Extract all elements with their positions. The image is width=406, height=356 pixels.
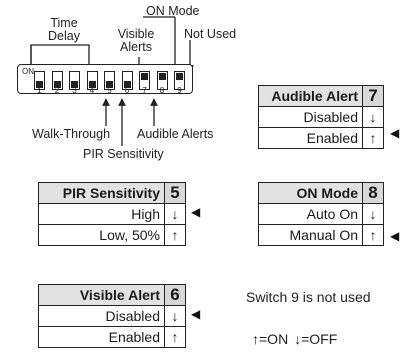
down-arrow-icon: ↓ bbox=[362, 106, 384, 128]
on-mode-label: ON Mode bbox=[146, 4, 200, 18]
up-arrow-icon: ↑ bbox=[164, 224, 186, 246]
visible-alert-table: Visible Alert 6 Disabled ↓ Enabled ↑ bbox=[38, 284, 186, 348]
selection-marker-icon: ◀ bbox=[191, 307, 201, 321]
dip-switch-number: 3 bbox=[72, 86, 77, 95]
dip-switch-7 bbox=[139, 71, 150, 90]
selection-marker-icon: ◀ bbox=[191, 205, 201, 219]
dip-on-text: ON bbox=[22, 67, 34, 76]
pir-sensitivity-row-label: Low, 50% bbox=[38, 224, 165, 246]
switch9-note: Switch 9 is not used bbox=[246, 289, 371, 305]
selection-marker-icon: ◀ bbox=[390, 229, 400, 243]
dip-switch-number: 8 bbox=[159, 86, 165, 95]
visible-alert-row-label: Enabled bbox=[38, 326, 165, 348]
dip-switch-2 bbox=[51, 71, 63, 90]
on-mode-number: 8 bbox=[362, 182, 384, 204]
audible-alert-row-label: Disabled bbox=[258, 106, 363, 128]
visible-alerts-label: Visible Alerts bbox=[117, 27, 155, 54]
dip-switch-1 bbox=[34, 71, 45, 90]
up-arrow-icon: ↑ bbox=[362, 127, 384, 149]
up-arrow-icon: ↑ bbox=[252, 331, 259, 347]
pir-sensitivity-table: PIR Sensitivity 5 High ↓ Low, 50% ↑ bbox=[38, 182, 186, 246]
on-mode-table: ON Mode 8 Auto On ↓ Manual On ↑ bbox=[258, 182, 384, 246]
dip-switch-block: ON 1 2 3 4 5 6 7 8 9 bbox=[17, 64, 193, 95]
dip-leader-lines bbox=[27, 16, 194, 146]
visible-alert-title: Visible Alert bbox=[38, 284, 165, 306]
audible-alert-row-label: Enabled bbox=[258, 127, 363, 149]
audible-alert-table: Audible Alert 7 Disabled ↓ Enabled ↑ bbox=[258, 85, 384, 149]
legend-on-text: =ON bbox=[259, 331, 289, 347]
on-mode-row-label: Auto On bbox=[258, 203, 363, 225]
dip-switch-knob bbox=[106, 81, 113, 88]
pir-sensitivity-title: PIR Sensitivity bbox=[38, 182, 165, 204]
down-arrow-icon: ↓ bbox=[294, 331, 302, 347]
dip-switch-8 bbox=[156, 71, 168, 90]
dip-switch-4 bbox=[86, 71, 98, 90]
dip-switch-knob bbox=[176, 73, 183, 80]
dip-switch-number: 5 bbox=[107, 86, 112, 95]
dip-switch-number: 7 bbox=[142, 86, 147, 95]
up-arrow-icon: ↑ bbox=[362, 224, 384, 246]
audible-alert-title: Audible Alert bbox=[258, 85, 363, 107]
visible-alert-row-label: Disabled bbox=[38, 305, 165, 327]
dip-switch-number: 1 bbox=[37, 86, 42, 95]
on-mode-row-label: Manual On bbox=[258, 224, 363, 246]
arrow-legend: ↑=ON ↓=OFF bbox=[252, 331, 337, 347]
dip-switch-knob bbox=[123, 81, 131, 88]
pir-sensitivity-number: 5 bbox=[164, 182, 186, 204]
dip-switch-knob bbox=[88, 81, 96, 88]
dip-switch-5 bbox=[104, 71, 115, 90]
not-used-label: Not Used bbox=[184, 27, 237, 41]
up-arrow-icon: ↑ bbox=[164, 326, 186, 348]
time-delay-label: Time Delay bbox=[48, 16, 80, 43]
selection-marker-icon: ◀ bbox=[390, 126, 400, 140]
dip-switch-3 bbox=[69, 71, 80, 90]
down-arrow-icon: ↓ bbox=[362, 203, 384, 225]
visible-alert-number: 6 bbox=[164, 284, 186, 306]
on-mode-title: ON Mode bbox=[258, 182, 363, 204]
audible-alert-number: 7 bbox=[362, 85, 384, 107]
dip-switch-knob bbox=[141, 73, 148, 80]
dip-switch-number: 6 bbox=[124, 86, 130, 95]
pir-sensitivity-row-label: High bbox=[38, 203, 165, 225]
dip-switch-number: 4 bbox=[89, 86, 95, 95]
dip-switch-knob bbox=[158, 73, 166, 80]
dip-switch-number: 9 bbox=[177, 86, 182, 95]
dip-switch-knob bbox=[36, 81, 43, 88]
dip-switch-6 bbox=[121, 71, 133, 90]
walk-through-label: Walk-Through bbox=[32, 127, 111, 141]
dip-switch-knob bbox=[53, 81, 61, 88]
dip-switch-knob bbox=[71, 81, 78, 88]
pir-sensitivity-label: PIR Sensitivity bbox=[83, 147, 164, 161]
dip-switch-9 bbox=[174, 71, 185, 90]
dip-switch-number: 2 bbox=[54, 86, 60, 95]
legend-off-text: =OFF bbox=[301, 331, 338, 347]
down-arrow-icon: ↓ bbox=[164, 203, 186, 225]
audible-alerts-label: Audible Alerts bbox=[137, 127, 214, 141]
down-arrow-icon: ↓ bbox=[164, 305, 186, 327]
